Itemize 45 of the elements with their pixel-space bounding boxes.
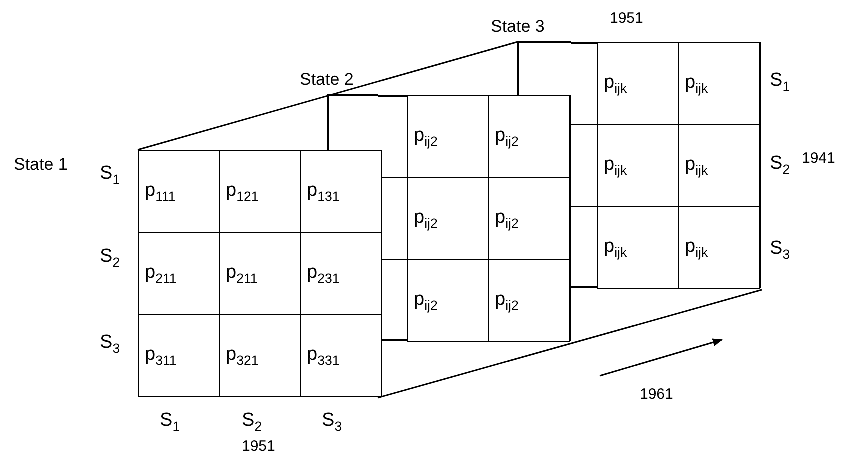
year-label: 1961 [640, 385, 674, 405]
probability-label: p$_{321}$ [226, 344, 259, 368]
matrix-cell [597, 42, 679, 125]
state-label: S$_{2}$ [770, 153, 790, 179]
matrix-cell [138, 150, 220, 233]
probability-label: p$_{ijk}$ [604, 72, 628, 96]
matrix-cell [597, 206, 679, 289]
probability-label: p$_{ijk}$ [685, 154, 708, 178]
panel-heading: State 3 [491, 16, 545, 38]
probability-label: p$_{231}$ [307, 262, 340, 286]
state-label: S$_{1}$ [160, 410, 180, 436]
matrix-cell [138, 314, 220, 397]
probability-label: p$_{311}$ [145, 344, 177, 368]
state-label: S$_{1}$ [770, 70, 790, 96]
probability-label: p$_{131}$ [307, 180, 340, 204]
state-label: S$_{1}$ [100, 163, 120, 189]
state-label: S$_{3}$ [322, 410, 342, 436]
matrix-cell [300, 150, 382, 233]
state-label: S$_{3}$ [100, 332, 120, 358]
probability-label: p$_{ijk}$ [685, 72, 708, 96]
probability-label: p$_{ij2}$ [414, 206, 438, 230]
probability-label: p$_{111}$ [145, 180, 176, 204]
probability-label: p$_{211}$ [226, 262, 258, 286]
matrix-cell [407, 95, 489, 178]
matrix-cell [300, 314, 382, 397]
probability-label: p$_{211}$ [145, 262, 177, 286]
year-label: 1941 [802, 149, 836, 169]
state-label: S$_{2}$ [242, 410, 262, 436]
year-label: 1951 [610, 9, 644, 29]
probability-label: p$_{ij2}$ [495, 124, 519, 148]
year-label: 1951 [242, 437, 276, 457]
panel-heading: State 1 [14, 154, 68, 176]
probability-label: p$_{ij2}$ [495, 288, 519, 312]
probability-label: p$_{ij2}$ [414, 288, 438, 312]
state-label: S$_{2}$ [100, 246, 120, 272]
probability-label: p$_{ijk}$ [685, 236, 708, 260]
probability-label: p$_{121}$ [226, 180, 259, 204]
panel-heading: State 2 [300, 69, 354, 91]
probability-label: p$_{331}$ [307, 344, 340, 368]
state-label: S$_{3}$ [770, 238, 790, 264]
probability-label: p$_{ij2}$ [414, 124, 438, 148]
probability-label: p$_{ijk}$ [604, 236, 628, 260]
probability-label: p$_{ij2}$ [495, 206, 519, 230]
matrix-cell [407, 259, 489, 342]
probability-label: p$_{ijk}$ [604, 154, 628, 178]
